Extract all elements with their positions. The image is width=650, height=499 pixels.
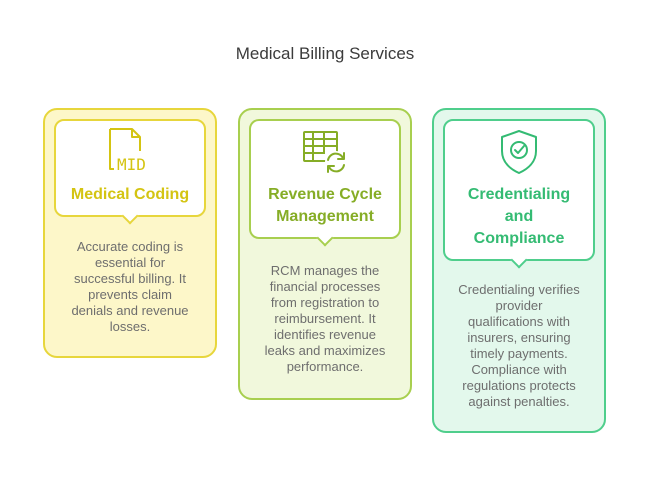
description-line: performance. [286, 359, 364, 374]
spreadsheet-refresh-icon [303, 131, 347, 173]
card-medical-coding-heading: Medical Coding [54, 184, 206, 206]
heading-line: and [504, 208, 534, 225]
card-credentialing-description: Credentialing verifies provider qualific… [439, 282, 599, 410]
description-line: reimbursement. It [274, 311, 376, 326]
diagram-title: Medical Billing Services [235, 44, 415, 63]
medical-document-icon-text: MID [117, 155, 146, 174]
description-line: timely payments. [470, 346, 568, 361]
heading-line: Management [276, 208, 374, 225]
description-line: denials and revenue [71, 303, 189, 318]
description-line: insurers, ensuring [467, 330, 571, 345]
description-line: against penalties. [468, 394, 570, 409]
card-medical-coding-description: Accurate coding is essential for success… [50, 239, 210, 335]
description-line: identifies revenue [274, 327, 376, 342]
heading-line: Medical Coding [70, 186, 190, 203]
shield-check-icon [501, 130, 537, 174]
description-line: successful billing. It [74, 271, 186, 286]
card-credentialing-heading: Credentialing and Compliance [443, 184, 595, 250]
description-line: leaks and maximizes [264, 343, 386, 358]
medical-document-icon: MID [109, 128, 146, 174]
heading-line: Credentialing [467, 186, 571, 203]
description-line: Credentialing verifies [458, 282, 580, 297]
description-line: regulations protects [462, 378, 576, 393]
heading-line: Revenue Cycle [268, 186, 382, 203]
description-line: prevents claim [88, 287, 172, 302]
description-line: Compliance with [471, 362, 567, 377]
description-line: essential for [94, 255, 166, 270]
heading-line: Compliance [473, 230, 565, 247]
card-revenue-cycle-description: RCM manages the financial processes from… [245, 263, 405, 375]
description-line: provider [495, 298, 543, 313]
card-revenue-cycle-heading: Revenue Cycle Management [249, 184, 401, 228]
card-medical-coding-header [54, 119, 206, 217]
description-line: RCM manages the [270, 263, 380, 278]
description-line: qualifications with [468, 314, 570, 329]
description-line: from registration to [270, 295, 380, 310]
card-revenue-cycle-header [249, 119, 401, 239]
description-line: losses. [109, 319, 151, 334]
description-line: financial processes [269, 279, 381, 294]
description-line: Accurate coding is [76, 239, 184, 254]
